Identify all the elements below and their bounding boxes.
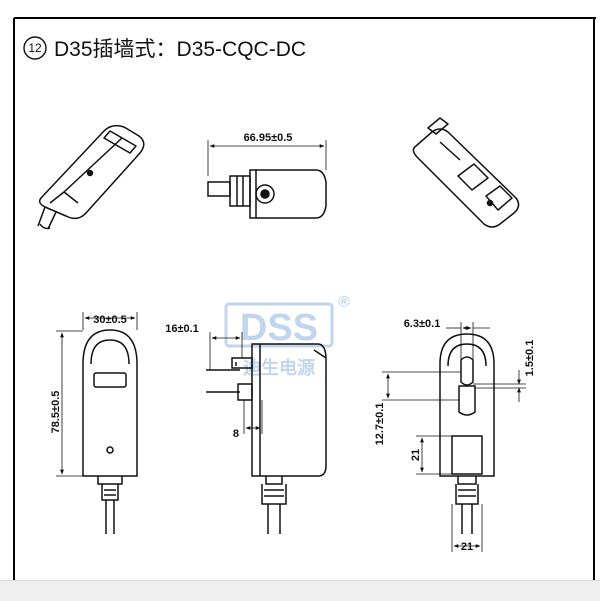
isometric-view-left bbox=[37, 124, 145, 230]
isometric-view-right bbox=[412, 117, 520, 228]
drawing-title: 12 D35插墙式：D35-CQC-DC bbox=[23, 36, 306, 61]
side-view bbox=[206, 332, 327, 534]
watermark-registered-mark: ® bbox=[338, 294, 350, 311]
end-view bbox=[382, 322, 526, 552]
watermark: DSS ® 迪生电源 bbox=[224, 294, 350, 378]
top-view bbox=[207, 140, 327, 219]
dim-end-bottom-width: 21 bbox=[461, 541, 473, 553]
title-number-circle bbox=[23, 36, 47, 60]
dim-top-width: 66.95±0.5 bbox=[244, 132, 293, 144]
dim-front-height: 78.5±0.5 bbox=[50, 391, 62, 434]
dim-end-pin-width: 6.3±0.1 bbox=[404, 318, 441, 330]
dim-end-pin-thickness: 1.5±0.1 bbox=[524, 340, 536, 377]
bottom-strip bbox=[0, 580, 600, 601]
title-number: 12 bbox=[28, 41, 42, 55]
watermark-logo: DSS bbox=[240, 307, 318, 349]
dim-front-width: 30±0.5 bbox=[93, 314, 127, 326]
title-text: D35插墙式：D35-CQC-DC bbox=[54, 38, 306, 61]
watermark-logo-box bbox=[224, 302, 334, 348]
dim-side-pin-offset: 8 bbox=[233, 428, 239, 440]
dim-side-pin-length: 16±0.1 bbox=[165, 323, 199, 335]
front-view bbox=[56, 312, 138, 534]
dim-end-pin-spacing: 12.7±0.1 bbox=[374, 403, 386, 446]
drawing-frame bbox=[13, 17, 596, 582]
dim-end-slot-height: 21 bbox=[410, 449, 422, 461]
watermark-tagline: 迪生电源 bbox=[243, 357, 315, 378]
